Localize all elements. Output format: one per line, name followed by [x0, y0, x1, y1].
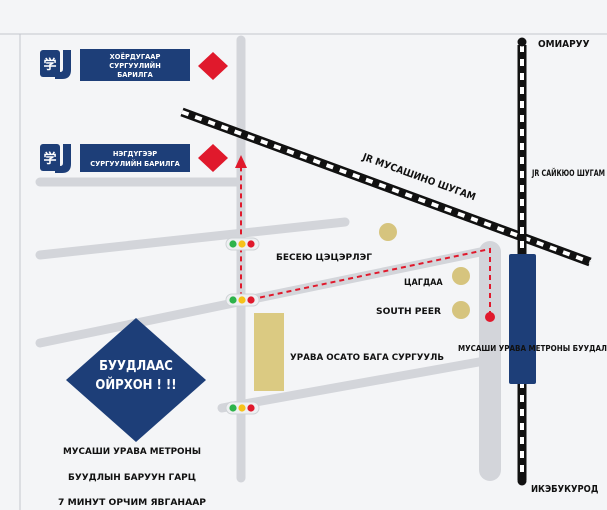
- place-label-school: УРАВА ОСАТО БАГА СУРГУУЛЬ: [290, 353, 444, 363]
- traffic-light-middle: [225, 293, 260, 307]
- road-diagonal-lower: [217, 355, 495, 413]
- road-diagonal-upper: [35, 217, 350, 260]
- building-marker-icon: [198, 144, 228, 172]
- legend-label-line: НЭГДҮГЭЭР: [113, 149, 157, 158]
- south-peer-marker: [452, 301, 470, 319]
- road-diagonal-middle: [35, 245, 495, 348]
- walking-note-line: БУУДЛЫН БАРУУН ГАРЦ: [68, 473, 197, 483]
- legend-label-line: ХОЁРДУГААР: [110, 52, 161, 61]
- railway-label-saikyo: JR САЙКЮО ШУГАМ: [531, 167, 605, 178]
- traffic-light-bottom: [225, 401, 260, 415]
- proximity-callout: БУУДЛААС ОЙРХОН ! !!: [66, 318, 206, 442]
- legend-label-line: СУРГУУЛИЙН: [109, 61, 161, 70]
- legend-label-line: БАРИЛГА: [117, 70, 153, 79]
- svg-text:学: 学: [43, 57, 56, 73]
- legend-item-second-building: 学 ХОЁРДУГААР СУРГУУЛИЙН БАРИЛГА: [40, 49, 228, 81]
- railway-label-omiya: ОМИАРУУ: [538, 39, 590, 50]
- traffic-light-top: [225, 237, 260, 251]
- place-label-bicycle-park: БЕСЕЮ ЦЭЦЭРЛЭГ: [276, 253, 372, 263]
- railway-label-ikebukuro: ИКЭБУКУРОД: [531, 484, 599, 495]
- school-logo-icon: 学: [40, 144, 71, 173]
- walking-note-line: 7 МИНУТ ОРЧИМ ЯВГАНААР: [58, 498, 206, 508]
- bicycle-park-marker: [379, 223, 397, 241]
- school-logo-icon: 学: [40, 50, 71, 79]
- school-block: [254, 313, 284, 391]
- police-marker: [452, 267, 470, 285]
- place-label-south-peer: SOUTH PEER: [376, 307, 442, 317]
- building-marker-icon: [198, 52, 228, 80]
- legend-label-line: СУРГУУЛИЙН БАРИЛГА: [90, 159, 180, 168]
- walking-note-line: МУСАШИ УРАВА МЕТРОНЫ: [63, 447, 201, 457]
- svg-text:学: 学: [43, 151, 56, 167]
- place-label-police: ЦАГДАА: [404, 278, 443, 288]
- station-block: [509, 254, 536, 384]
- callout-line: ОЙРХОН ! !!: [95, 377, 176, 393]
- place-label-station: МУСАШИ УРАВА МЕТРОНЫ БУУДАЛ: [458, 344, 607, 353]
- route-arrow-icon: [235, 155, 247, 168]
- route-start-dot: [485, 312, 495, 322]
- legend-item-first-building: 学 НЭГДҮГЭЭР СУРГУУЛИЙН БАРИЛГА: [40, 144, 228, 173]
- callout-line: БУУДЛААС: [99, 359, 173, 374]
